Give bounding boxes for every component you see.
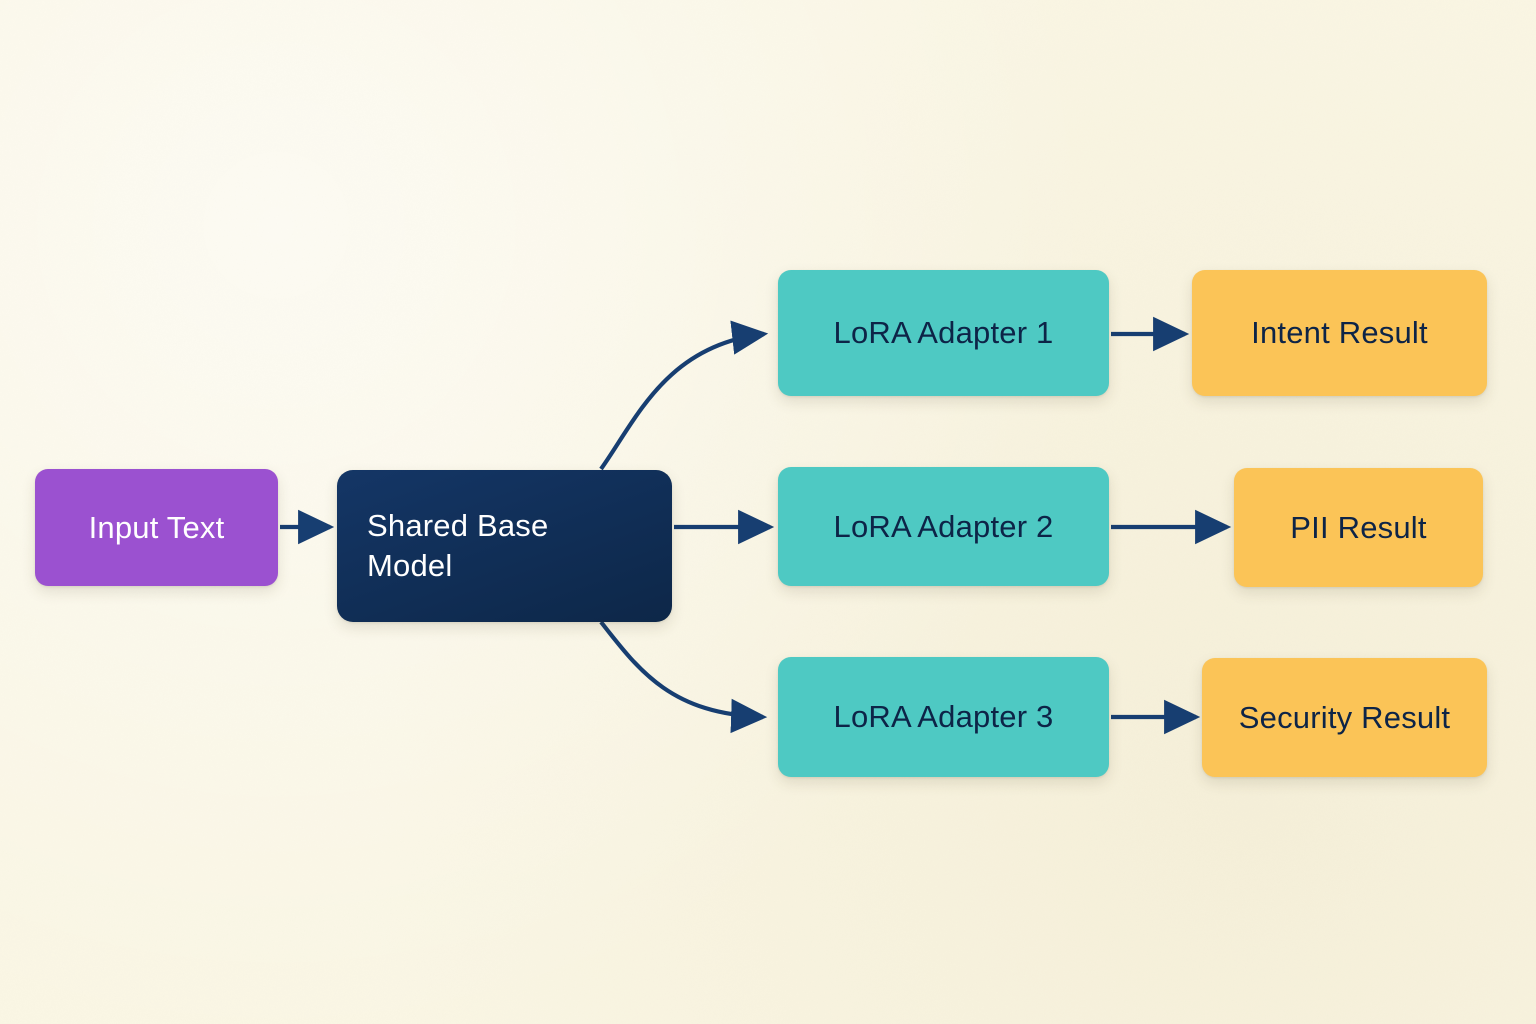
node-security-result[interactable]: Security Result [1202, 658, 1487, 777]
node-shared-base-model-label: Shared Base Model [367, 508, 549, 583]
node-input-text-label: Input Text [88, 509, 225, 545]
edge-base-to-adapter-1 [599, 320, 769, 471]
edge-base-to-adapter-3 [599, 620, 768, 734]
node-lora-adapter-3[interactable]: LoRA Adapter 3 [778, 657, 1109, 777]
node-pii-result-label: PII Result [1290, 509, 1427, 545]
node-lora-adapter-2-label: LoRA Adapter 2 [833, 508, 1054, 544]
node-lora-adapter-1-label: LoRA Adapter 1 [833, 315, 1054, 351]
node-shared-base-model[interactable]: Shared Base Model [337, 470, 672, 622]
node-lora-adapter-1[interactable]: LoRA Adapter 1 [778, 270, 1109, 396]
node-security-result-label: Security Result [1238, 699, 1451, 735]
node-intent-result[interactable]: Intent Result [1192, 270, 1487, 396]
node-lora-adapter-3-label: LoRA Adapter 3 [833, 699, 1054, 735]
node-pii-result[interactable]: PII Result [1234, 468, 1483, 587]
node-input-text[interactable]: Input Text [35, 469, 278, 586]
node-lora-adapter-2[interactable]: LoRA Adapter 2 [778, 467, 1109, 586]
node-intent-result-label: Intent Result [1251, 315, 1428, 351]
